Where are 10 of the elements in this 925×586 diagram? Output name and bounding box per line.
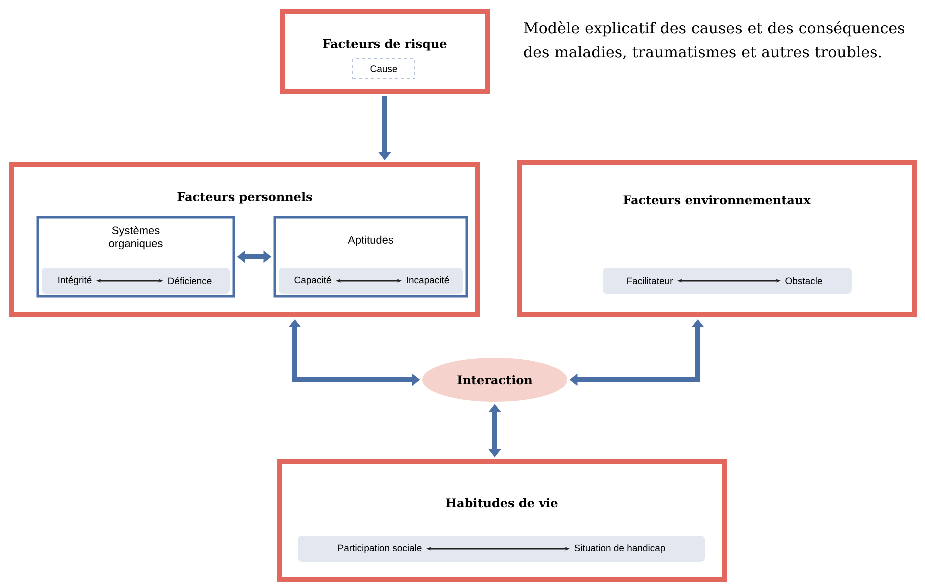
scale-term: Situation de handicap (574, 544, 666, 554)
scale-term: Incapacité (407, 276, 450, 286)
scale-term: Participation sociale (338, 544, 422, 554)
scale-term: Déficience (168, 277, 212, 285)
scale-term: Facilitateur (628, 278, 674, 284)
scale-term: Capacité (294, 276, 332, 286)
cause-box: Cause (352, 58, 416, 80)
scale-term: Intégrité (58, 276, 92, 286)
scale-term: Obstacle (786, 278, 822, 284)
caption-text: Modèle explicatif des causes et des conséquences des maladies, traumatismes et autres troubles. (524, 22, 905, 60)
